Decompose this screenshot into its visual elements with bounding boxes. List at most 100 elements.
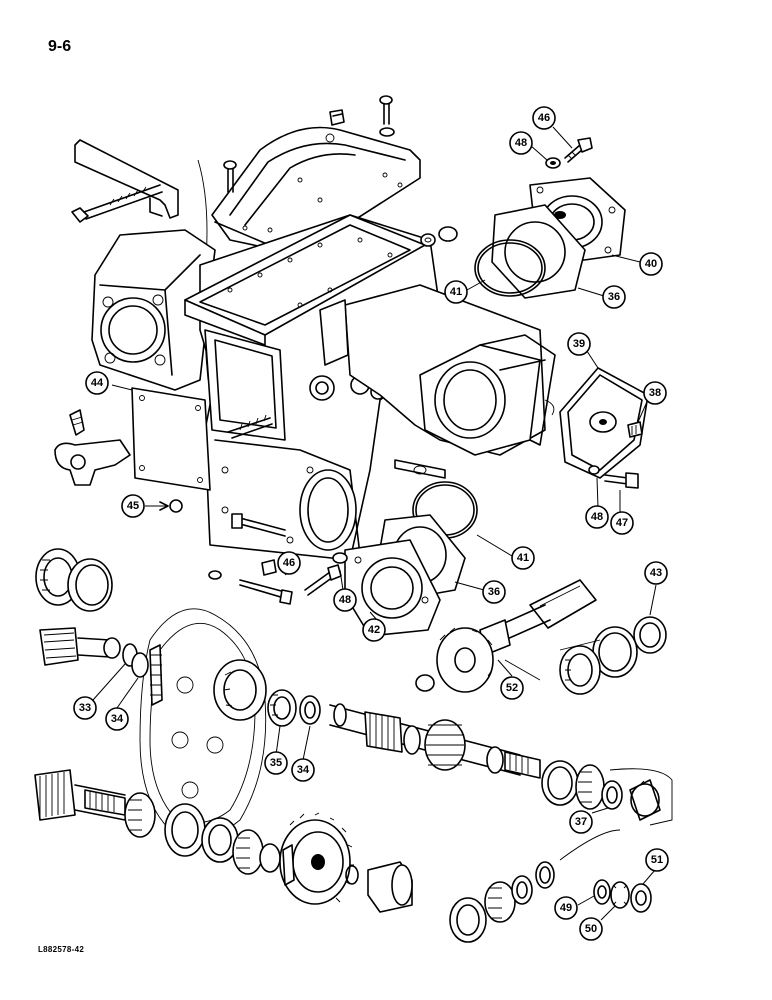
- breather-plug: [329, 109, 345, 126]
- callout-41-mid: 41: [511, 546, 535, 570]
- bearing-cup-left: [67, 558, 113, 612]
- cover-plate-44: [131, 387, 211, 491]
- tapered-bearing-right: [575, 764, 605, 810]
- callout-41-top: 41: [444, 280, 468, 304]
- callout-38: 38: [643, 381, 667, 405]
- callout-number: 34: [297, 764, 310, 776]
- callout-37: 37: [569, 810, 593, 834]
- bearing-cup-right: [541, 760, 579, 806]
- pinion-shaft-52: [436, 579, 597, 693]
- long-bolt-left: [71, 184, 163, 223]
- callout-number: 44: [91, 377, 104, 389]
- bolt-47: [588, 465, 639, 489]
- callout-number: 42: [368, 624, 380, 636]
- drive-gear: [279, 812, 354, 905]
- tapered-bearing-bottom-right: [484, 861, 555, 923]
- callout-number: 46: [283, 557, 295, 569]
- callout-number: 36: [608, 291, 620, 303]
- callout-number: 46: [538, 112, 550, 124]
- callout-number: 35: [270, 757, 282, 769]
- callout-number: 39: [573, 338, 585, 350]
- bolt-45: [145, 499, 183, 513]
- callout-33: 33: [73, 696, 97, 720]
- bolts-lower-left: [208, 552, 348, 605]
- callout-34-mid: 34: [291, 758, 315, 782]
- callout-44: 44: [85, 371, 109, 395]
- callout-number: 41: [450, 286, 462, 298]
- callout-48-mid: 48: [333, 588, 357, 612]
- plug-38: [627, 421, 643, 438]
- output-shaft: [34, 769, 156, 838]
- callout-number: 37: [575, 816, 587, 828]
- snap-ring-bottom: [345, 865, 359, 885]
- bearing-35: [267, 689, 297, 727]
- leader-line: [559, 768, 673, 861]
- top-bolt-left: [223, 160, 237, 193]
- callout-number: 45: [127, 500, 139, 512]
- washer-34-mid: [299, 695, 321, 725]
- callout-50: 50: [579, 917, 603, 941]
- callout-number: 48: [339, 594, 351, 606]
- callout-number: 48: [515, 137, 527, 149]
- callout-45: 45: [121, 494, 145, 518]
- callout-number: 33: [79, 702, 91, 714]
- callout-36-top: 36: [602, 285, 626, 309]
- bearing-cup-43: [559, 616, 667, 695]
- nut-51: [630, 883, 652, 913]
- callout-46-top: 46: [532, 106, 556, 130]
- callout-number: 38: [649, 387, 661, 399]
- callout-number: 49: [560, 902, 572, 914]
- mounting-bracket: [74, 139, 179, 219]
- top-bolt-right: [379, 95, 395, 137]
- washer-49: [593, 879, 611, 905]
- nut-washer-center: [420, 226, 458, 247]
- callout-49: 49: [554, 896, 578, 920]
- callout-leaders: [92, 126, 657, 921]
- transmission-housing: [91, 214, 556, 561]
- leader-line: [504, 639, 601, 681]
- callout-number: 43: [650, 567, 662, 579]
- washer-37: [601, 780, 623, 810]
- top-cover: [211, 126, 421, 259]
- o-ring-41-top: [474, 239, 546, 297]
- callout-40: 40: [639, 252, 663, 276]
- bolt-46-top: [564, 137, 593, 163]
- callout-48-right: 48: [585, 505, 609, 529]
- bearing-cups-bottom: [164, 803, 281, 875]
- callout-number: 47: [616, 517, 628, 529]
- countershaft: [329, 703, 541, 779]
- page-number: 9-6: [48, 38, 72, 55]
- callout-42: 42: [362, 618, 386, 642]
- figure-code: L882578-42: [38, 945, 85, 954]
- callout-number: 36: [488, 586, 500, 598]
- washer-48-top: [545, 157, 561, 169]
- callout-number: 51: [651, 854, 663, 866]
- callout-36-mid: 36: [482, 580, 506, 604]
- callout-48-top: 48: [509, 131, 533, 155]
- callout-46-mid: 46: [277, 551, 301, 575]
- callout-number: 40: [645, 258, 657, 270]
- callout-number: 50: [585, 923, 597, 935]
- callout-43: 43: [644, 561, 668, 585]
- callout-52: 52: [500, 676, 524, 700]
- input-shaft-33: [39, 627, 121, 666]
- washer-50: [610, 881, 630, 909]
- ring-gear: [139, 608, 267, 837]
- callout-35: 35: [264, 751, 288, 775]
- callout-51: 51: [645, 848, 669, 872]
- callout-39: 39: [567, 332, 591, 356]
- bevel-pinion: [629, 779, 661, 821]
- callout-number: 41: [517, 552, 529, 564]
- bearing-cup-bottom-right: [449, 897, 487, 943]
- callout-number: 52: [506, 682, 518, 694]
- callout-47: 47: [610, 511, 634, 535]
- callout-34-left: 34: [105, 707, 129, 731]
- shift-fork: [54, 409, 131, 486]
- callout-number: 34: [111, 713, 124, 725]
- snap-ring-near-52: [415, 674, 435, 692]
- callout-number: 48: [591, 511, 603, 523]
- cover-42: [344, 539, 441, 637]
- washer-34-left: [131, 652, 149, 678]
- sleeve-bottom: [367, 861, 413, 913]
